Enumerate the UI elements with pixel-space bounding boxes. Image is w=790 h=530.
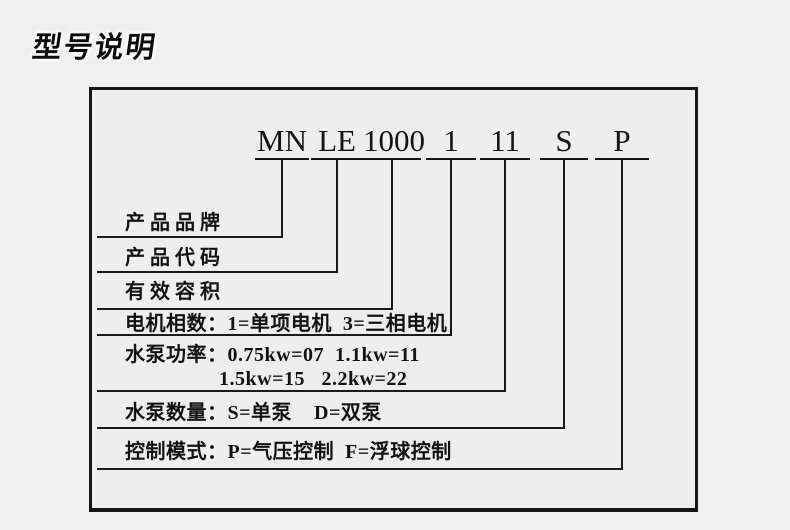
connector-line-phase <box>450 160 452 336</box>
row-label-power-line1: 水泵功率：0.75kw=07 1.1kw=11 <box>125 344 420 366</box>
connector-line-brand <box>281 160 283 238</box>
model-code-segment-volume: 1000 <box>363 123 425 160</box>
diagram-box <box>89 87 698 512</box>
row-underline-brand <box>97 236 283 238</box>
row-label-code: 产品代码 <box>125 247 225 269</box>
page-title: 型号说明 <box>30 32 159 64</box>
row-label-brand: 产品品牌 <box>125 212 225 234</box>
model-code-segment-power: 11 <box>480 125 530 160</box>
row-underline-power <box>97 390 506 392</box>
connector-line-pumps <box>563 160 565 429</box>
connector-line-volume <box>391 160 393 310</box>
model-code-segment-pumps: S <box>540 125 588 160</box>
model-code-segment-brand: MN <box>255 125 309 160</box>
model-code-segment-control: P <box>595 125 649 160</box>
row-label-power-line2: 1.5kw=15 2.2kw=22 <box>219 368 408 390</box>
connector-line-power <box>504 160 506 392</box>
model-code-segment-phase: 1 <box>426 125 476 160</box>
row-underline-volume <box>97 308 393 310</box>
row-label-volume: 有效容积 <box>125 281 225 303</box>
row-underline-phase <box>97 334 452 336</box>
connector-line-control <box>621 160 623 470</box>
row-label-pumps: 水泵数量：S=单泵 D=双泵 <box>125 402 382 424</box>
connector-line-code <box>336 160 338 273</box>
row-underline-pumps <box>97 427 565 429</box>
model-code-segment-code: LE <box>311 125 363 160</box>
row-label-phase: 电机相数：1=单项电机 3=三相电机 <box>125 313 448 335</box>
row-underline-code <box>97 271 338 273</box>
row-underline-control <box>97 468 623 470</box>
row-label-control: 控制模式：P=气压控制 F=浮球控制 <box>125 441 452 463</box>
